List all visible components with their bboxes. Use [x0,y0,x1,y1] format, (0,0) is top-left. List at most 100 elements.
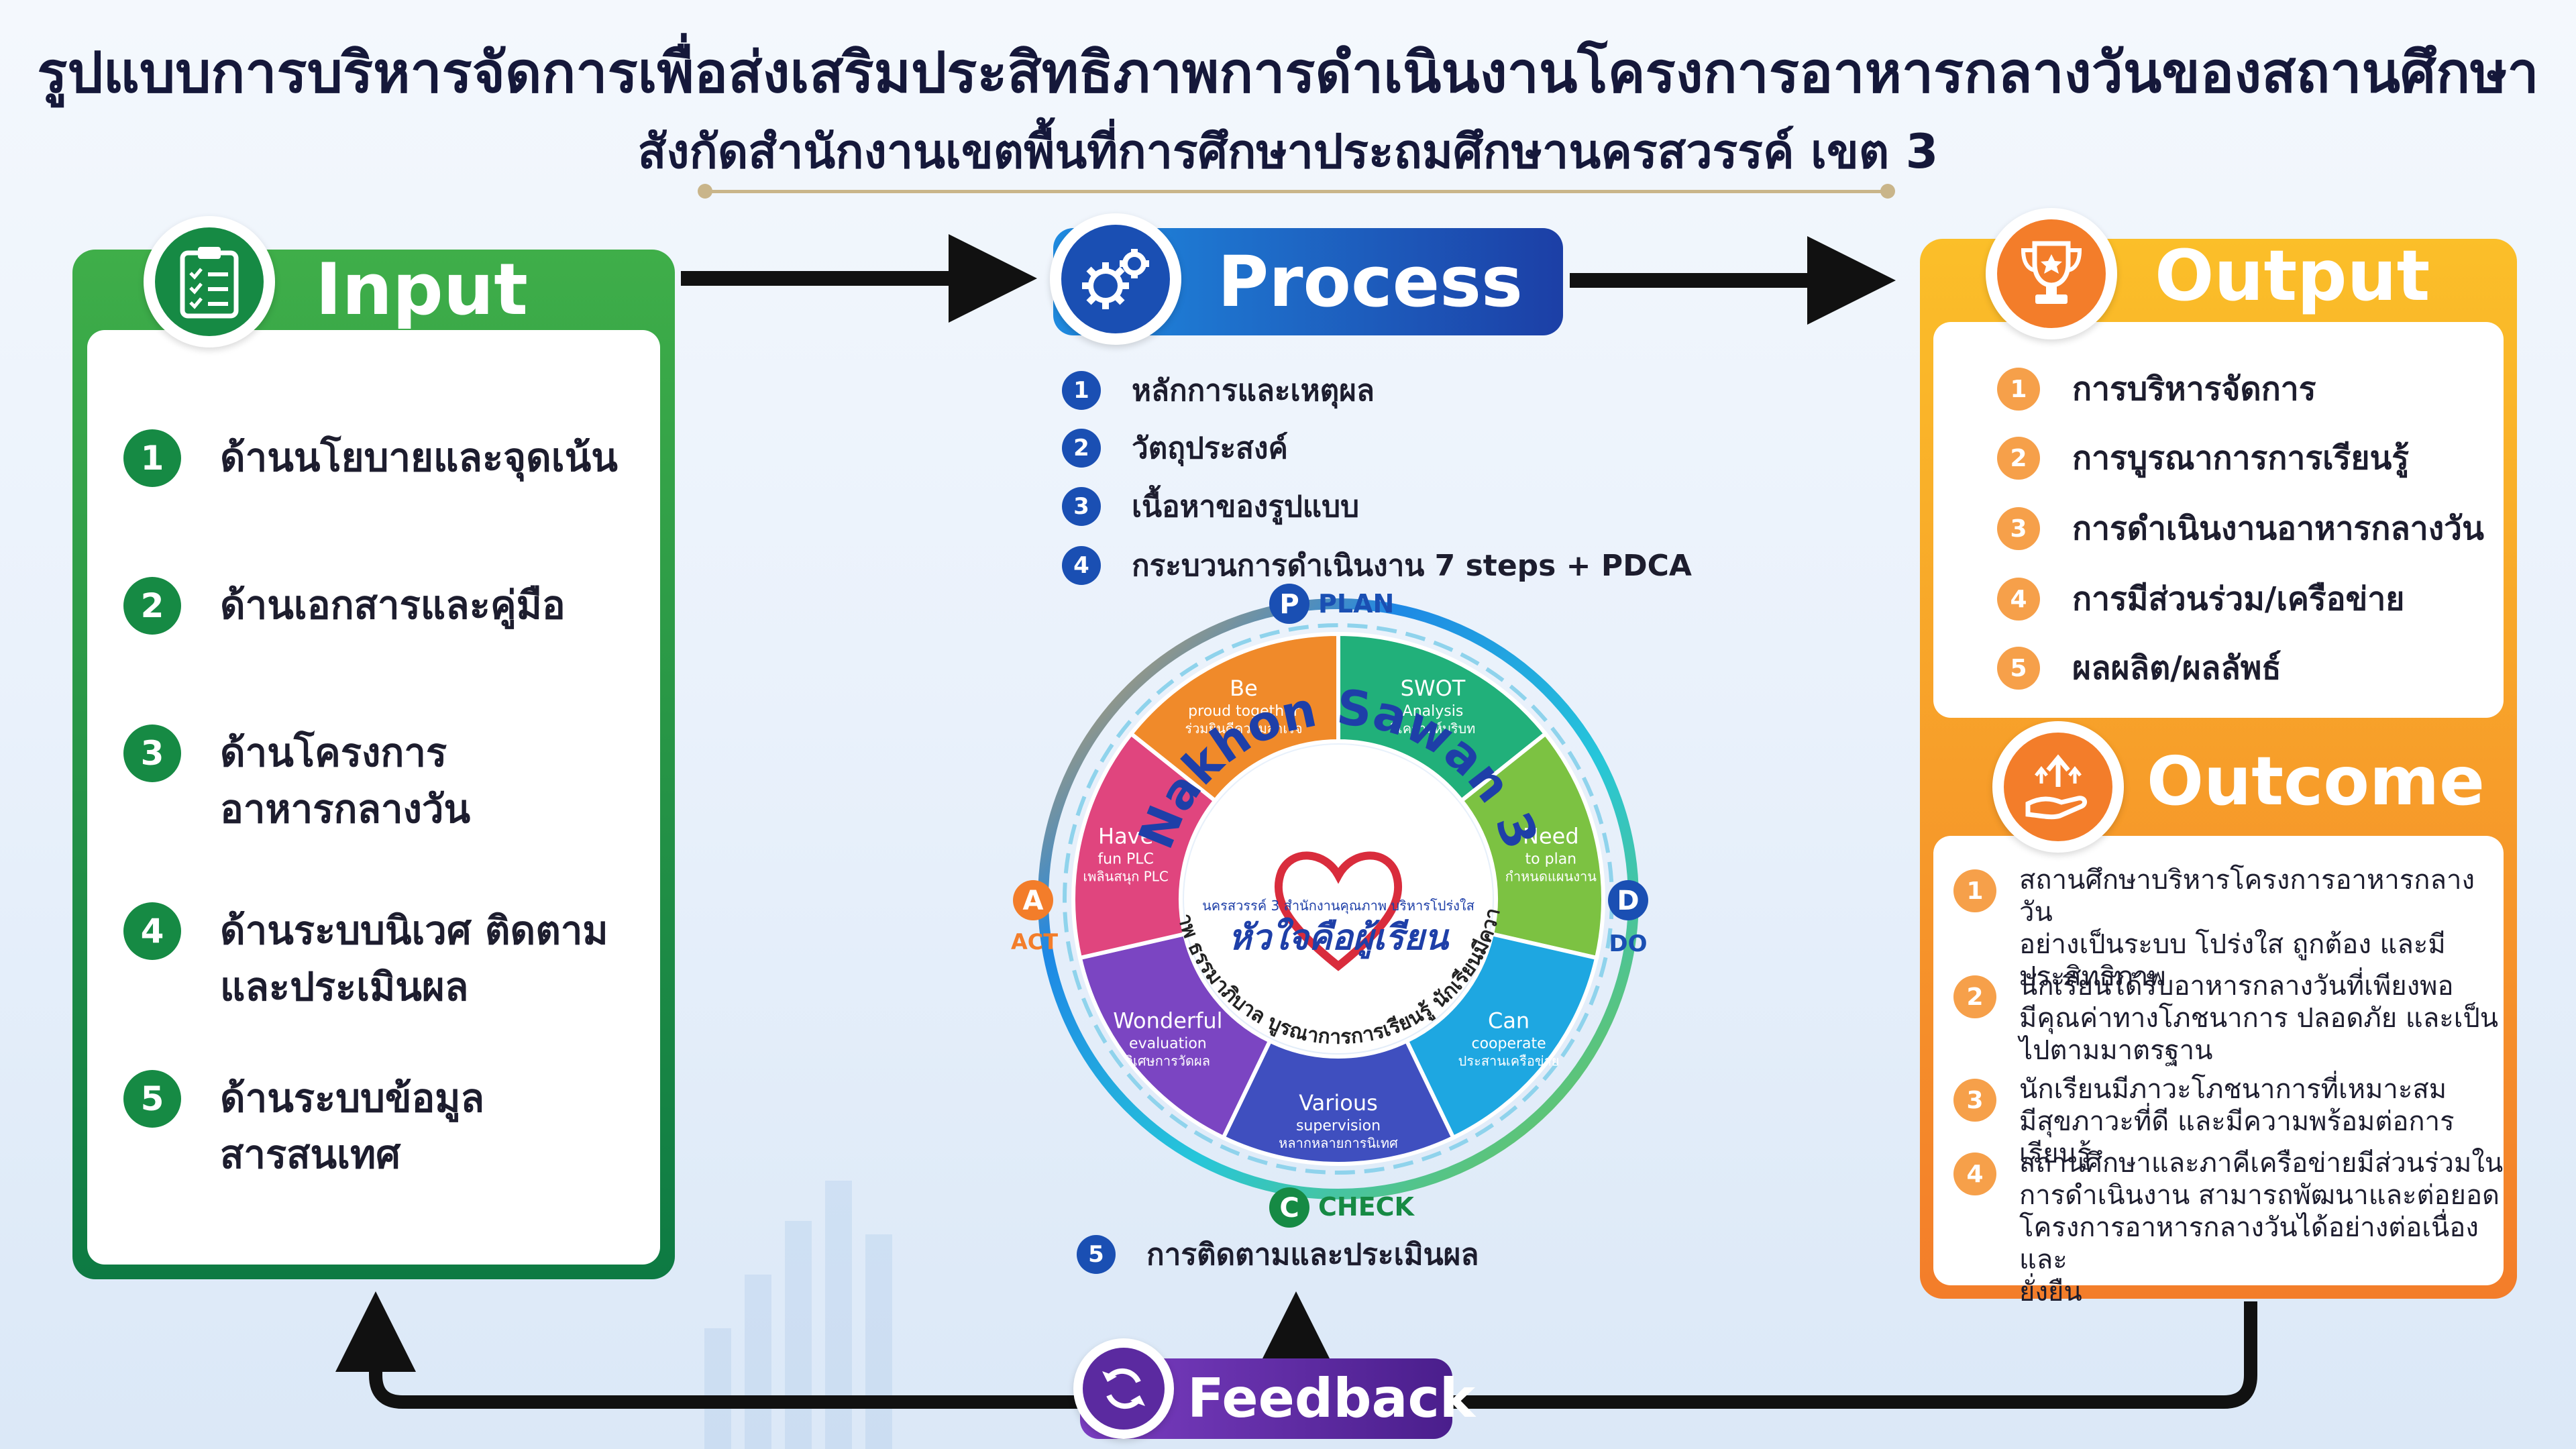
outcome-item-line: ยั่งยืน [2019,1277,2082,1307]
segment-title: Various [1299,1090,1378,1116]
svg-text:D: D [1617,885,1639,916]
process-item-number: 5 [1077,1235,1116,1274]
process-item-text: กระบวนการดำเนินงาน 7 steps + PDCA [1132,549,1692,583]
process-item-number: 3 [1062,487,1101,526]
segment-thai-label: หลากหลายการนิเทศ [1279,1135,1398,1151]
input-item: 2 ด้านเอกสารและคู่มือ [123,577,566,635]
outcome-item-line: การดำเนินงาน สามารถพัฒนาและต่อยอด [2019,1180,2500,1211]
input-item-text-line2: และประเมินผล [220,964,469,1010]
outcome-item-line: อย่างเป็นระบบ โปร่งใส ถูกต้อง และมี [2019,929,2446,960]
cycle-segment [1403,931,1599,1140]
input-item: 4 ด้านระบบนิเวศ ติดตาม และประเมินผล [123,902,608,1015]
outcome-item-line: โครงการอาหารกลางวันได้อย่างต่อเนื่องและ [2019,1212,2479,1275]
cycle-segment [1128,631,1340,804]
output-item: 4 การมีส่วนร่วม/เครือข่าย [1997,574,2404,625]
svg-text:PLAN: PLAN [1318,589,1394,619]
process-item-text: หลักการและเหตุผล [1132,374,1375,408]
feedback-line-right [1449,1301,2257,1409]
outcome-item-line: สถานศึกษาและภาคีเครือข่ายมีส่วนร่วมใน [2019,1148,2504,1179]
input-item-text: ด้านเอกสารและคู่มือ [220,582,566,628]
outcome-item-line: มีสุขภาวะที่ดี และมีความพร้อมต่อการเรียน… [2019,1106,2455,1169]
output-item-text: การบริหารจัดการ [2072,370,2316,408]
input-item-text: ด้านนโยบายและจุดเน้น [220,435,618,480]
segment-subtitle: supervision [1296,1118,1381,1134]
output-icon-badge [1986,208,2117,339]
outcome-icon-badge [1992,721,2124,853]
segment-subtitle: fun PLC [1097,851,1154,868]
svg-text:DO: DO [1609,930,1647,957]
cycle-segment [1336,631,1549,804]
output-item-number: 2 [1997,437,2040,480]
output-item: 5 ผลผลิต/ผลลัพธ์ [1997,643,2282,694]
input-item-text: ด้านระบบข้อมูล [220,1075,485,1121]
output-item-text: การบูรณาการการเรียนรู้ [2072,439,2410,477]
process-item-number: 4 [1062,546,1101,585]
output-item-number: 4 [1997,578,2040,621]
segment-subtitle: cooperate [1471,1036,1546,1053]
title-divider [698,184,1895,199]
segment-subtitle: proud together [1188,703,1300,720]
process-item: 4 กระบวนการดำเนินงาน 7 steps + PDCA [1062,542,1692,589]
feedback-icon-badge [1073,1338,1174,1439]
outcome-item-line: มีคุณค่าทางโภชนาการ ปลอดภัย และเป็น [2019,1003,2499,1034]
process-title: Process [1218,241,1523,323]
cycle-segment [1071,731,1218,961]
process-item-text: การติดตามและประเมินผล [1146,1238,1479,1272]
input-item-text-line2: อาหารกลางวัน [220,786,471,832]
output-item-text: การดำเนินงานอาหารกลางวัน [2072,510,2484,547]
output-item-number: 1 [1997,368,2040,411]
outcome-item: 3 นักเรียนมีภาวะโภชนาการที่เหมาะสม มีสุข… [1953,1073,2504,1170]
input-item: 3 ด้านโครงการ อาหารกลางวัน [123,724,470,837]
outcome-panel-body [1933,836,2504,1285]
output-item-number: 5 [1997,647,2040,690]
process-item: 3 เนื้อหาของรูปแบบ [1062,483,1359,530]
svg-text:ACT: ACT [1011,929,1058,955]
input-panel-body [87,330,660,1265]
input-item-number: 4 [123,902,181,960]
heart-icon [1274,851,1403,971]
pdca-act-label: A ACT [1011,880,1058,955]
outcome-item: 4 สถานศึกษาและภาคีเครือข่ายมีส่วนร่วมใน … [1953,1147,2504,1308]
output-item: 1 การบริหารจัดการ [1997,364,2316,415]
process-item-text: วัตถุประสงค์ [1132,431,1288,466]
svg-text:A: A [1023,885,1044,916]
background-bars-decoration [704,1181,892,1449]
hand-growth-icon [2025,754,2088,820]
segment-title: Have [1098,824,1153,849]
cycle-segment [1220,1038,1456,1166]
clipboard-checklist-icon [180,247,239,319]
page-subtitle: สังกัดสำนักงานเขตพื้นที่การศึกษาประถมศึก… [637,124,1939,179]
input-title: Input [315,248,528,331]
segment-subtitle: evaluation [1129,1036,1207,1053]
outcome-item-number: 3 [1953,1079,1996,1122]
feedback-title: Feedback [1187,1367,1476,1430]
input-item: 1 ด้านนโยบายและจุดเน้น [123,429,618,487]
outcome-title: Outcome [2147,742,2485,820]
outcome-item-line: สถานศึกษาบริหารโครงการอาหารกลางวัน [2019,865,2475,928]
page-title: รูปแบบการบริหารจัดการเพื่อส่งเสริมประสิท… [37,40,2539,105]
outcome-item-number: 2 [1953,975,1996,1018]
outcome-item-line: ไปตามมาตรฐาน [2019,1035,2213,1066]
process-item: 5 การติดตามและประเมินผล [1077,1231,1479,1278]
segment-thai-label: วิเศษการวัดผล [1126,1053,1210,1069]
process-item-number: 1 [1062,371,1101,410]
process-icon-badge [1050,213,1181,345]
input-item-text: ด้านระบบนิเวศ ติดตาม [220,908,608,953]
refresh-cycle-icon [1102,1368,1145,1409]
segment-title: Wonderful [1113,1008,1222,1034]
input-item-number: 1 [123,429,181,487]
input-item-number: 3 [123,724,181,782]
outcome-item-number: 1 [1953,869,1996,912]
gears-icon [1082,249,1149,309]
input-item: 5 ด้านระบบข้อมูล สารสนเทศ [123,1070,484,1183]
segment-thai-label: เพลินสนุก PLC [1083,869,1168,885]
segment-title: Be [1230,676,1258,701]
pdca-check-label: C CHECK [1269,1187,1415,1228]
svg-text:C: C [1279,1193,1299,1224]
segment-title: Need [1523,824,1579,849]
feedback-line-left [335,1291,1087,1409]
outcome-item-line: นักเรียนมีภาวะโภชนาการที่เหมาะสม [2019,1074,2447,1105]
